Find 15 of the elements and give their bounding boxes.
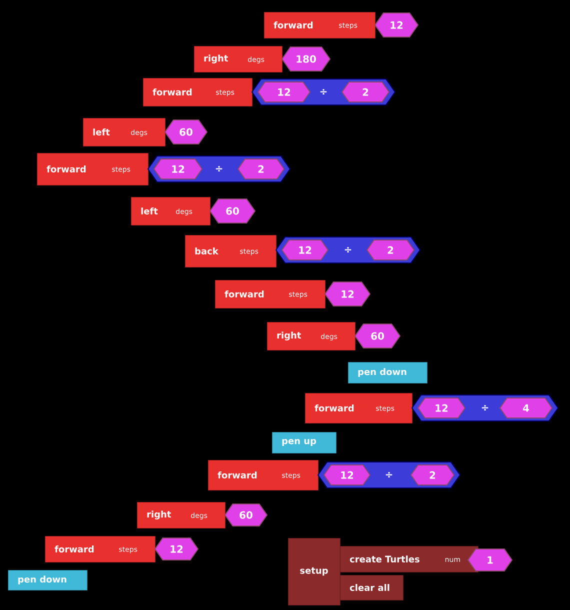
value-hexagon: 12: [374, 12, 419, 38]
value-hexagon: 1: [467, 548, 513, 572]
command-block: clear all: [340, 575, 404, 600]
value-hexagon: 12: [324, 282, 371, 306]
command-block: pen down: [8, 570, 88, 590]
value-hexagon: 2: [410, 464, 455, 486]
value-hexagon: 60: [209, 198, 256, 224]
setup-block: setup: [288, 538, 340, 606]
value-hexagon: 60: [354, 324, 401, 348]
value-hexagon: 60: [164, 120, 208, 144]
value-hexagon: 180: [281, 46, 331, 72]
value-hexagon: 12: [154, 538, 199, 560]
value-hexagon: 60: [224, 504, 268, 526]
command-block: pen down: [348, 362, 428, 384]
command-block: pen up: [272, 432, 336, 454]
